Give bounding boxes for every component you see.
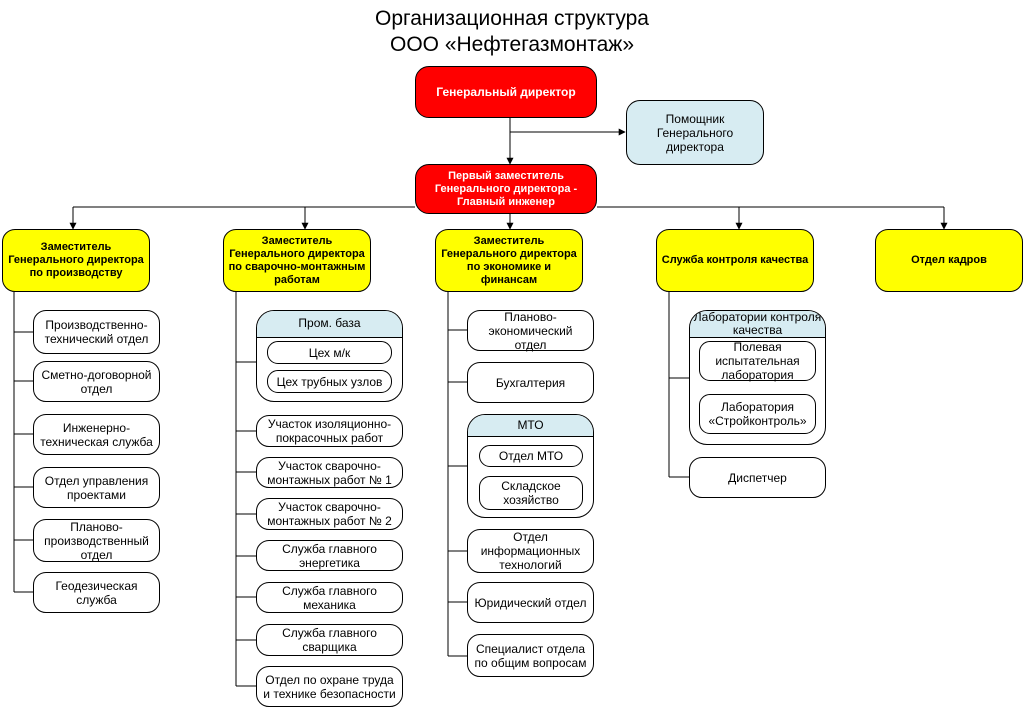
deputy-economics-box: Заместитель Генерального директора по эк…: [435, 229, 583, 292]
sub-unit-box: Полевая испытательная лаборатория: [699, 340, 816, 382]
group-title: Лаборатории контроля качества: [690, 311, 825, 338]
assistant-director-box: Помощник Генерального директора: [626, 100, 764, 165]
dept-box: Геодезическая служба: [33, 572, 160, 613]
dept-box: Служба главного сварщика: [256, 624, 403, 656]
hr-department-box: Отдел кадров: [875, 229, 1023, 292]
mto-group: МТО Отдел МТО Складское хозяйство: [467, 414, 594, 518]
dept-box: Планово-экономический отдел: [467, 310, 594, 352]
dept-box: Инженерно-техническая служба: [33, 414, 160, 455]
dept-box: Юридический отдел: [467, 582, 594, 623]
dept-box: Бухгалтерия: [467, 362, 594, 403]
sub-unit-box: Лаборатория «Стройконтроль»: [699, 394, 816, 434]
chart-title-line2: ООО «Нефтегазмонтаж»: [389, 33, 634, 56]
connector-quality-tree: [668, 292, 689, 478]
dept-box: Планово-производственный отдел: [33, 519, 160, 562]
dept-box: Отдел по охране труда и технике безопасн…: [256, 666, 403, 707]
general-director-box: Генеральный директор: [415, 66, 597, 118]
first-deputy-box: Первый заместитель Генерального директор…: [415, 164, 597, 214]
connector-production-tree: [13, 292, 33, 593]
dept-box: Отдел управления проектами: [33, 467, 160, 508]
sub-unit-box: Цех трубных узлов: [267, 370, 392, 393]
dept-box: Служба главного энергетика: [256, 540, 403, 571]
group-title: Пром. база: [257, 311, 402, 338]
sub-unit-box: Отдел МТО: [479, 445, 583, 467]
dept-box: Диспетчер: [689, 457, 826, 498]
dept-box: Производственно-технический отдел: [33, 310, 160, 354]
dept-box: Участок сварочно-монтажных работ № 2: [256, 498, 403, 530]
connector-welding-tree: [235, 292, 256, 687]
dept-box: Специалист отдела по общим вопросам: [467, 634, 594, 677]
deputy-production-box: Заместитель Генерального директора по пр…: [2, 229, 150, 292]
sub-unit-box: Цех м/к: [267, 341, 392, 364]
group-title: МТО: [468, 415, 593, 437]
dept-box: Отдел информационных технологий: [467, 529, 594, 573]
quality-labs-group: Лаборатории контроля качества Полевая ис…: [689, 310, 826, 445]
sub-unit-box: Складское хозяйство: [479, 476, 583, 510]
dept-box: Участок изоляционно-покрасочных работ: [256, 415, 403, 447]
connector-economics-tree: [447, 292, 467, 657]
dept-box: Участок сварочно-монтажных работ № 1: [256, 457, 403, 488]
chart-title-line1: Организационная структура: [374, 7, 649, 30]
quality-control-box: Служба контроля качества: [656, 229, 814, 292]
industrial-base-group: Пром. база Цех м/к Цех трубных узлов: [256, 310, 403, 402]
dept-box: Служба главного механика: [256, 582, 403, 613]
dept-box: Сметно-договорной отдел: [33, 361, 160, 402]
deputy-welding-box: Заместитель Генерального директора по св…: [223, 229, 371, 292]
